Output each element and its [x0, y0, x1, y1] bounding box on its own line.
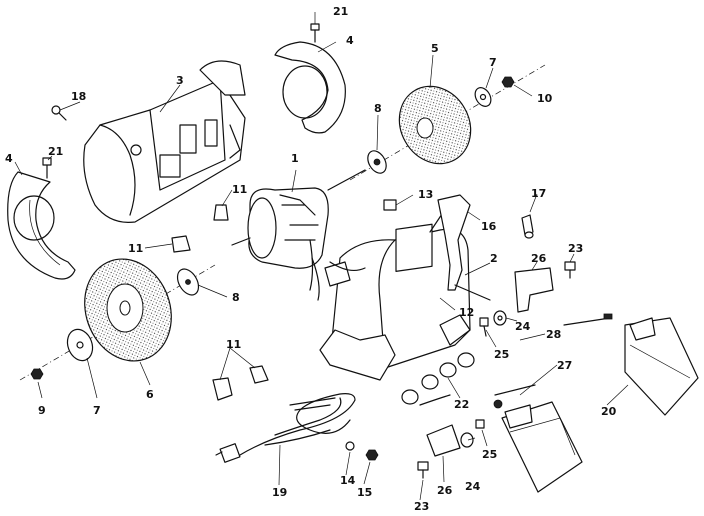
callout-22: 22: [454, 398, 469, 411]
rubber-feet: [401, 352, 475, 406]
callout-25-upper: 25: [494, 348, 509, 361]
callout-14: 14: [340, 474, 356, 487]
callout-8-left: 8: [232, 291, 240, 304]
washer-11-b: [171, 235, 191, 253]
bolt-25-upper: [479, 317, 489, 337]
bracket-26-lower: [426, 424, 461, 457]
leader-lines: [14, 12, 629, 501]
housing-half: [83, 60, 246, 223]
bolt-25-lower: [475, 419, 485, 429]
callout-12: 12: [459, 306, 474, 319]
callout-28: 28: [546, 328, 561, 341]
washer-24-upper: [493, 310, 507, 326]
callout-10: 10: [537, 92, 553, 105]
nut-9: [30, 368, 44, 380]
grinding-wheel-right: [398, 85, 472, 165]
callout-23-lower: 23: [414, 500, 429, 513]
tool-rest-stud: [521, 214, 534, 239]
callout-7-top: 7: [489, 56, 497, 69]
callout-21-top: 21: [333, 5, 348, 18]
eye-shield-bracket: [437, 194, 491, 301]
wheel-guard-left: [7, 171, 76, 280]
screw-21-left: [42, 157, 52, 179]
eye-shield-upper: [624, 317, 699, 416]
eye-shield-lower: [501, 401, 583, 493]
screw-21-top: [310, 23, 320, 43]
callout-26-upper: 26: [531, 252, 547, 265]
callout-3: 3: [176, 74, 184, 87]
wheel-guard-top: [274, 41, 346, 134]
flange-7-top: [474, 87, 492, 107]
callout-labels: 1 2 3 4 4 5 6 7 7 8 8 9 10 11 11 11 12 1…: [5, 5, 617, 513]
bracket-26-upper: [514, 267, 554, 313]
callout-4-left: 4: [5, 152, 13, 165]
callout-13: 13: [418, 188, 433, 201]
washer-24-lower: [460, 432, 474, 448]
callout-4-top: 4: [346, 34, 354, 47]
callout-19: 19: [272, 486, 287, 499]
callout-2: 2: [490, 252, 498, 265]
pin-28: [563, 313, 613, 326]
switch-13: [383, 199, 397, 211]
base: [319, 204, 471, 381]
callout-17: 17: [531, 187, 546, 200]
callout-1: 1: [291, 152, 299, 165]
callout-15: 15: [357, 486, 372, 499]
callout-6: 6: [146, 388, 154, 401]
callout-23-upper: 23: [568, 242, 583, 255]
callout-26-lower: 26: [437, 484, 453, 497]
callout-25-lower: 25: [482, 448, 497, 461]
motor-cord: [311, 257, 320, 301]
callout-24-upper: 24: [515, 320, 531, 333]
grinding-wheel-left: [84, 258, 172, 362]
washer-11-a: [213, 204, 229, 221]
callout-20: 20: [601, 405, 617, 418]
callout-24-lower: 24: [465, 480, 481, 493]
clip-11-c: [212, 365, 269, 401]
flange-7-left: [66, 328, 94, 362]
nut-10: [501, 76, 515, 88]
power-cord: [215, 393, 356, 463]
callout-8-top: 8: [374, 102, 382, 115]
callout-11-b: 11: [128, 242, 143, 255]
callout-27: 27: [557, 359, 572, 372]
callout-5: 5: [431, 42, 439, 55]
callout-9: 9: [38, 404, 46, 417]
callout-7-left: 7: [93, 404, 101, 417]
callout-18: 18: [71, 90, 86, 103]
callout-11-a: 11: [232, 183, 247, 196]
callout-16: 16: [481, 220, 497, 233]
screw-23-upper: [564, 261, 576, 279]
callout-21-left: 21: [48, 145, 63, 158]
motor: [231, 169, 366, 291]
flange-left: [176, 268, 200, 296]
flange-top: [367, 150, 387, 174]
nut-14: [345, 441, 355, 451]
screw-23-lower: [417, 461, 429, 479]
screw-27: [493, 384, 536, 409]
nut-15: [365, 449, 379, 461]
callout-11-c: 11: [226, 338, 241, 351]
